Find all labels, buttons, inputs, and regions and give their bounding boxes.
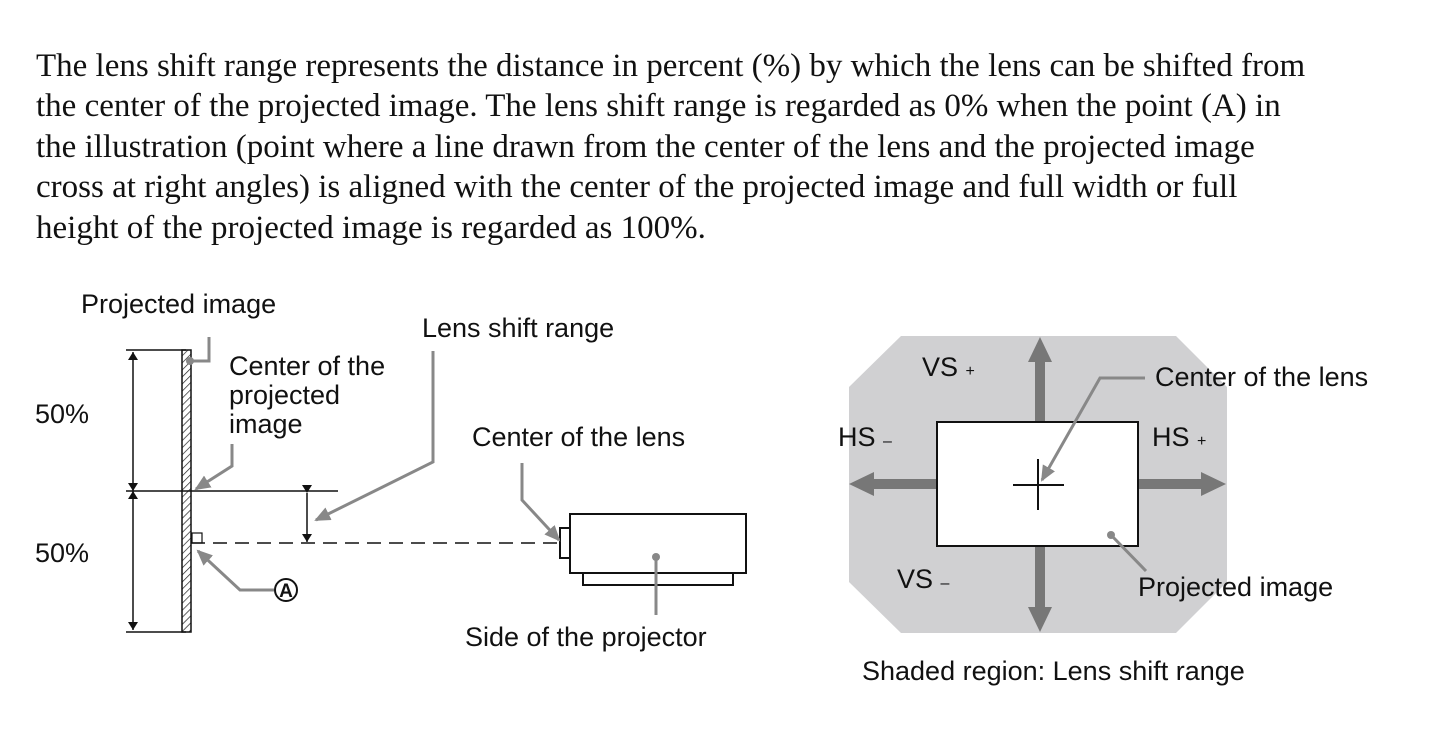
center-of-lens-leader xyxy=(1040,376,1145,482)
center-of-image-label-2: projected xyxy=(229,380,340,410)
lens-shift-range-leader xyxy=(314,351,435,522)
paragraph-line-2: the center of the projected image. The l… xyxy=(36,88,1281,124)
lower-percent-label: 50% xyxy=(35,538,89,568)
center-of-lens-leader xyxy=(520,463,561,542)
crosshair-icon xyxy=(1013,459,1064,510)
center-of-lens-label: Center of the lens xyxy=(472,422,685,452)
side-view-diagram: A Projected image Lens shift range Cente… xyxy=(35,289,747,652)
hs-minus-label: HS – xyxy=(838,422,892,452)
paragraph-line-4: cross at right angles) is aligned with t… xyxy=(36,169,1238,205)
point-a-marker xyxy=(274,578,298,602)
center-of-lens-label: Center of the lens xyxy=(1155,362,1368,392)
front-view-diagram: VS + HS – HS + VS – Center of the lens P… xyxy=(838,336,1368,686)
point-a-label: A xyxy=(279,581,293,602)
projected-image-leader xyxy=(1109,533,1148,573)
projected-image-label: Projected image xyxy=(81,289,276,319)
vs-plus-label: VS + xyxy=(922,352,975,382)
paragraph-line-1: The lens shift range represents the dist… xyxy=(36,48,1306,84)
lens-shift-range-label: Lens shift range xyxy=(422,313,614,343)
shaded-region-caption: Shaded region: Lens shift range xyxy=(862,656,1245,686)
upper-percent-label: 50% xyxy=(35,399,89,429)
paragraph-line-3: the illustration (point where a line dra… xyxy=(36,129,1255,165)
right-angle-mark xyxy=(191,532,203,544)
vs-minus-label: VS – xyxy=(897,564,950,594)
center-of-image-label-3: image xyxy=(229,409,303,439)
hs-plus-label: HS + xyxy=(1152,422,1206,452)
point-a-leader xyxy=(196,549,274,592)
paragraph-line-5: height of the projected image is regarde… xyxy=(36,210,706,246)
projected-image-label: Projected image xyxy=(1138,572,1333,602)
center-of-image-label-1: Center of the xyxy=(229,351,385,381)
projector-icon xyxy=(559,513,747,615)
center-of-image-leader xyxy=(194,444,234,491)
projected-image-leader xyxy=(191,337,211,363)
side-of-projector-label: Side of the projector xyxy=(465,622,707,652)
